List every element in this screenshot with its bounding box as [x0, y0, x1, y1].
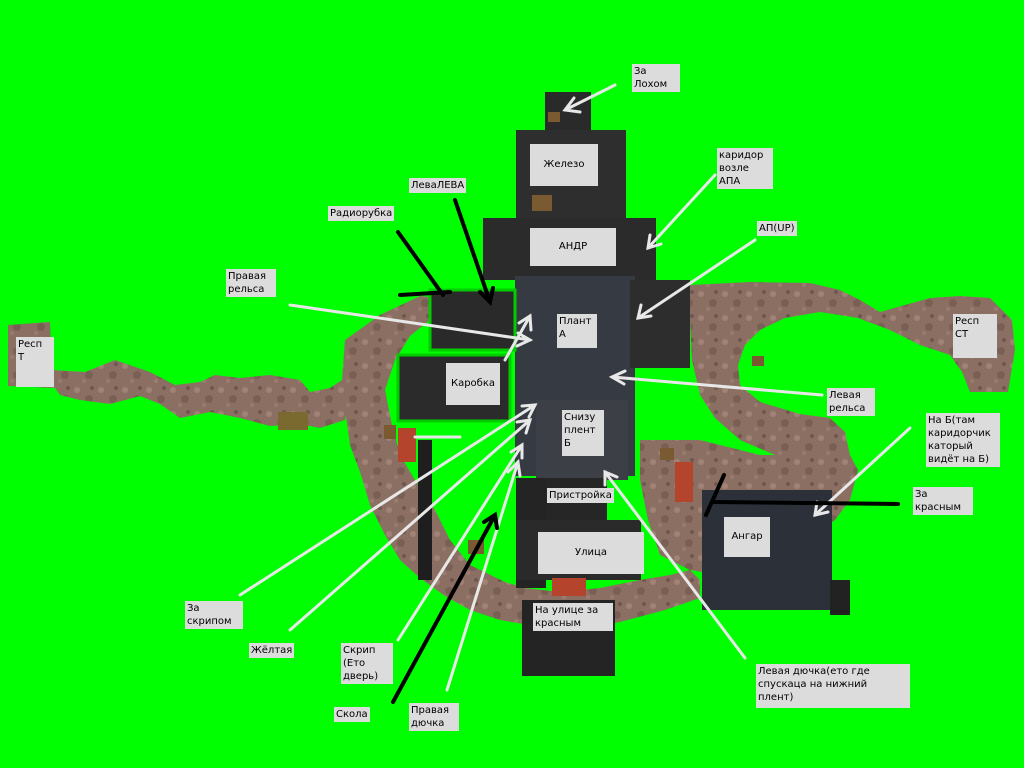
label-plant-a: Плант А: [557, 314, 597, 348]
label-pravaya-relsa: Правая рельса: [226, 269, 276, 297]
label-levaya-dyuchka: Левая дючка(ето где спускаца на нижний п…: [756, 664, 910, 708]
left-tunnel: [8, 322, 350, 428]
label-ulitsa: Улица: [538, 532, 644, 574]
label-pristroyka: Пристройка: [547, 488, 614, 503]
label-karobka: Каробка: [446, 363, 500, 405]
right-side-room: [630, 280, 690, 368]
label-radiorubka: Радиорубка: [328, 206, 395, 221]
label-za-lohom: За Лохом: [632, 64, 680, 92]
label-angar: Ангар: [724, 517, 770, 557]
label-zhelezo: Железо: [530, 144, 598, 186]
arrows: [238, 83, 912, 704]
crates: [278, 112, 764, 596]
label-za-skripom: За скрипом: [185, 601, 243, 629]
label-za-krasnym: За красным: [913, 487, 973, 515]
label-andr: АНДР: [530, 228, 616, 266]
label-ap-up: АП(UP): [757, 221, 797, 236]
label-levaya-relsa: Левая рельса: [827, 388, 875, 416]
label-na-b: На Б(там каридорчик каторый видёт на Б): [926, 413, 1000, 467]
label-skrip: Скрип (Ето дверь): [341, 643, 393, 684]
label-na-ulitse-za-krasnym: На улице за красным: [533, 603, 613, 631]
label-levaleva: ЛеваЛЕВА: [409, 178, 467, 193]
label-karidor-vozle-apa: каридор возле АПА: [717, 148, 773, 189]
right-arc: [690, 282, 1015, 455]
angar-ramp: [830, 580, 850, 615]
label-resp-t: Респ Т: [16, 337, 54, 387]
label-pravaya-dyuchka: Правая дючка: [409, 703, 459, 731]
left-room: [428, 288, 517, 352]
label-skola: Скола: [334, 707, 370, 722]
label-resp-st: Респ СТ: [953, 314, 997, 358]
label-snizu-plent-b: Снизу плент Б: [562, 410, 604, 456]
label-zheltaya: Жёлтая: [249, 643, 295, 658]
